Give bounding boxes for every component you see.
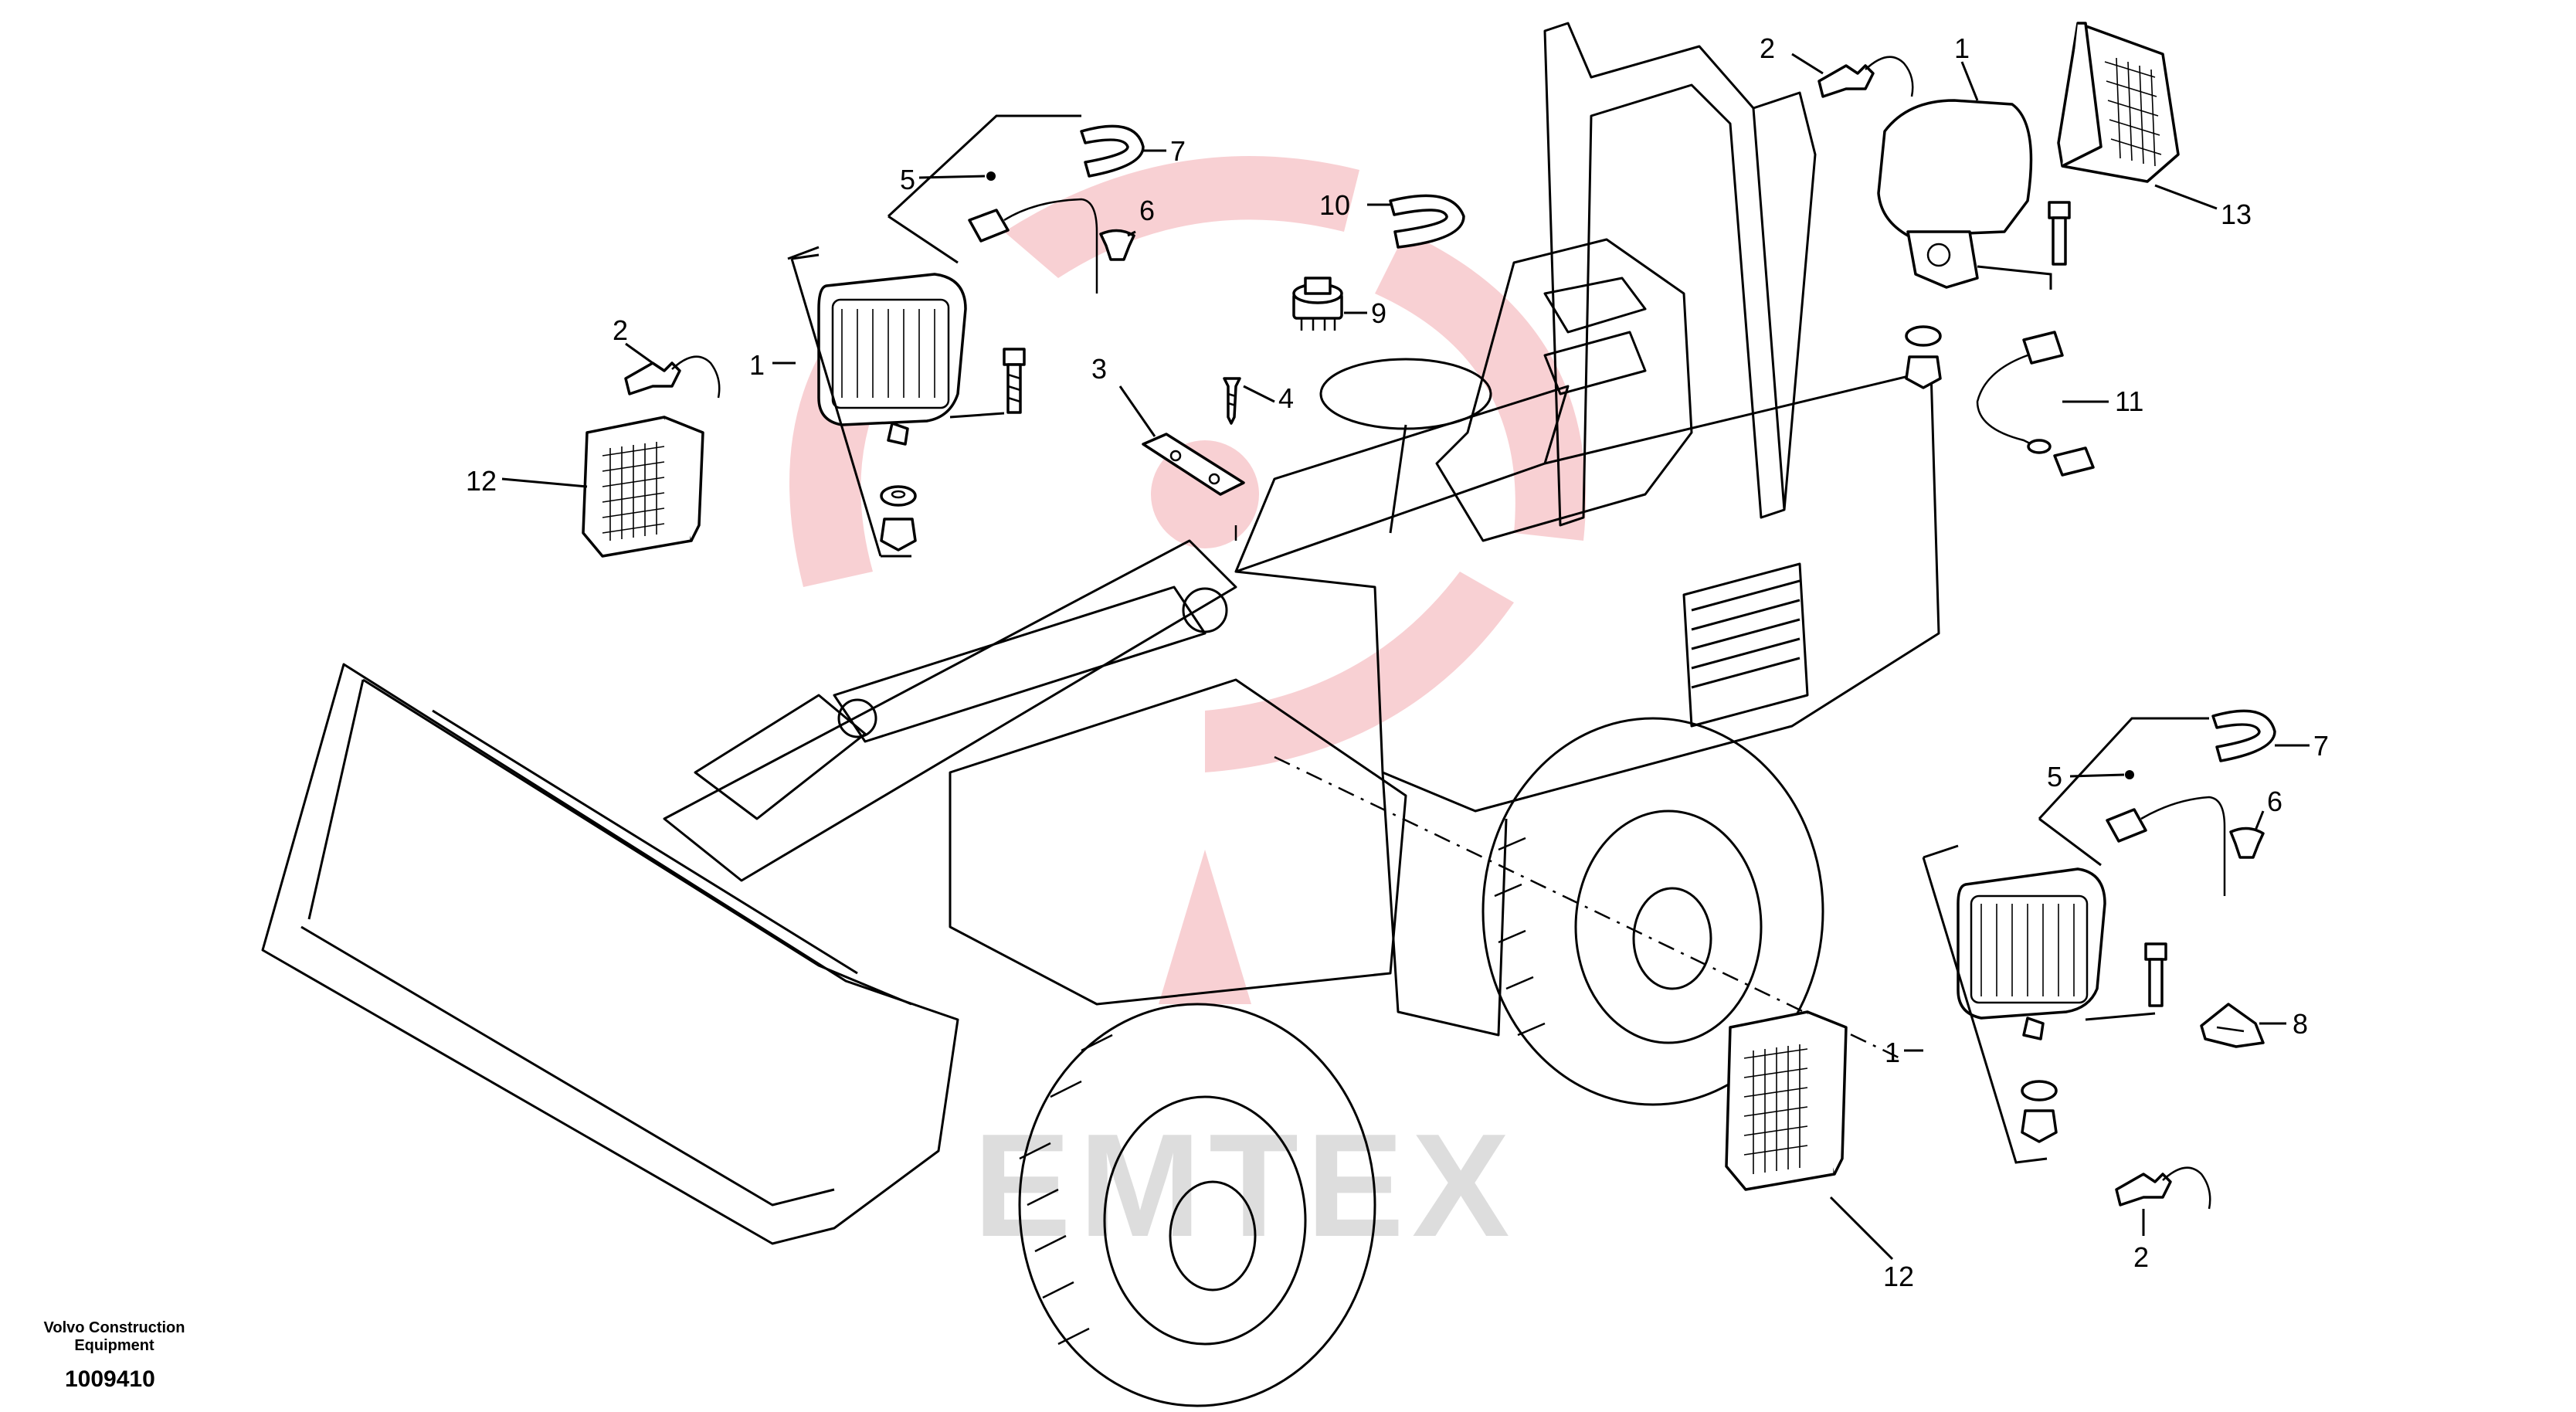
bolt-right	[2144, 942, 2167, 1007]
grommet-right	[2229, 826, 2265, 859]
company-name-line1: Volvo Construction	[44, 1319, 185, 1336]
grommet-top	[1099, 229, 1135, 261]
callout-7-right: 7	[2313, 730, 2329, 762]
callout-labels: 1 1 1 2 2 2 3 4 5 5 6 6 7 7 8 9 10 11 12…	[466, 32, 2329, 1292]
bolt-top-right	[2048, 201, 2071, 266]
callout-9: 9	[1371, 297, 1386, 329]
company-name-line2: Equipment	[74, 1337, 154, 1354]
nut-top-right	[1905, 355, 1942, 389]
nut-left	[880, 518, 917, 552]
bulb-left	[624, 355, 721, 399]
callout-6-top: 6	[1139, 195, 1155, 226]
washer-right	[2021, 1080, 2058, 1101]
callout-2-left: 2	[613, 314, 628, 346]
callout-5-right: 5	[2047, 761, 2062, 793]
cable-clamp-right	[2211, 709, 2276, 762]
callout-1-left: 1	[749, 349, 765, 381]
light-guard-top	[2057, 22, 2180, 183]
callout-12-right: 12	[1883, 1261, 1914, 1292]
bulb-top-right	[1817, 56, 1914, 98]
callout-7-top: 7	[1170, 135, 1186, 167]
washer-left	[880, 485, 917, 507]
callout-5-top: 5	[900, 164, 915, 195]
harness-11	[1976, 331, 2095, 477]
callout-11: 11	[2115, 385, 2143, 417]
work-light-right	[1957, 867, 2106, 1040]
harness-top	[968, 171, 1098, 294]
bracket-plate	[1142, 433, 1245, 496]
callout-8: 8	[2293, 1008, 2308, 1040]
nut-right	[2021, 1109, 2058, 1143]
washer-top-right	[1905, 325, 1942, 347]
callout-4: 4	[1278, 382, 1294, 414]
light-guard-left	[582, 416, 704, 558]
callout-6-right: 6	[2267, 786, 2282, 817]
callout-1-top: 1	[1954, 32, 1970, 64]
rotary-switch	[1292, 277, 1343, 331]
callout-2-top: 2	[1760, 32, 1775, 64]
callout-3: 3	[1091, 353, 1107, 385]
leader-lines	[501, 53, 2310, 1261]
callout-10: 10	[1319, 189, 1350, 221]
clip	[2200, 1003, 2265, 1048]
bulb-bottom-right	[2115, 1166, 2211, 1210]
callout-2-bottom: 2	[2133, 1241, 2149, 1273]
work-light-top-right	[1877, 99, 2033, 289]
work-light-left	[817, 273, 967, 446]
watermark-text: EMTEX	[973, 1104, 1518, 1268]
screw	[1223, 377, 1241, 425]
hose-clamp	[1389, 194, 1465, 249]
light-guard-right	[1725, 1010, 1848, 1191]
wheel-loader	[261, 22, 1940, 1407]
cable-clamp-top	[1080, 124, 1145, 178]
bolt-left	[1003, 348, 1026, 414]
footer-block: Volvo Construction Equipment 1009410	[44, 1319, 185, 1392]
callout-12-left: 12	[466, 465, 497, 497]
harness-right	[2106, 770, 2226, 896]
callout-1-right: 1	[1885, 1037, 1900, 1068]
callout-13: 13	[2221, 199, 2252, 230]
drawing-number: 1009410	[65, 1366, 155, 1392]
